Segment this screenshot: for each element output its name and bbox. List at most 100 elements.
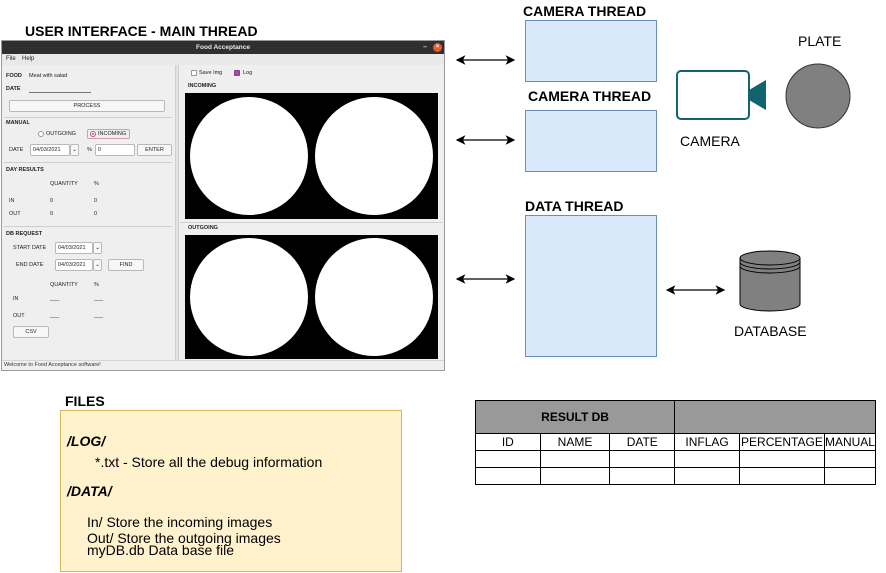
table-cell <box>674 450 740 468</box>
table-cell <box>738 450 825 468</box>
separator <box>180 222 442 223</box>
plate-right <box>315 97 433 215</box>
data-line-in: In/ Store the incoming images <box>87 514 273 530</box>
table-cell <box>539 467 611 485</box>
incoming-image <box>185 93 438 219</box>
menu-bar: File Help <box>2 54 444 65</box>
table-row <box>475 450 877 468</box>
controls-panel: FOOD Meat with salad DATE PROCESS MANUAL… <box>2 65 174 360</box>
camera-thread-1-box <box>525 20 657 82</box>
column-header-name: NAME <box>539 433 611 451</box>
files-title: FILES <box>65 393 105 409</box>
incoming-radio-focus <box>87 129 130 139</box>
plate-label: PLATE <box>798 33 842 49</box>
table-cell <box>609 467 676 485</box>
start-date-label: START DATE <box>13 245 47 251</box>
save-img-label: Save Img <box>199 70 223 76</box>
log-dir-label: /LOG/ <box>67 433 106 449</box>
manual-label: MANUAL <box>6 120 30 126</box>
db-in-label: IN <box>13 296 19 302</box>
ui-section-title: USER INTERFACE - MAIN THREAD <box>25 23 258 39</box>
window-title: Food Acceptance <box>196 44 250 51</box>
log-checkbox[interactable] <box>234 70 240 76</box>
table-cell <box>539 450 611 468</box>
image-panel: Save Img Log INCOMING OUTGOING <box>180 65 442 360</box>
data-thread-box <box>525 215 657 357</box>
day-out-quantity: 0 <box>50 211 54 217</box>
day-results-label: DAY RESULTS <box>6 167 44 173</box>
plate-right <box>315 238 433 356</box>
data-line-db: myDB.db Data base file <box>87 542 235 558</box>
camera-label: CAMERA <box>680 133 740 149</box>
column-header-inflag: INFLAG <box>674 433 740 451</box>
log-dir-description: *.txt - Store all the debug information <box>95 454 323 470</box>
chevron-down-icon[interactable]: ⌄ <box>93 259 102 271</box>
result-db-header-right <box>674 400 876 434</box>
close-icon[interactable]: × <box>433 43 442 52</box>
table-cell <box>475 450 541 468</box>
incoming-radio-label[interactable]: INCOMING <box>98 131 127 137</box>
result-db-table: RESULT DB ID NAME DATE INFLAG PERCENTAGE… <box>474 400 877 485</box>
quantity-header: QUANTITY <box>50 181 78 187</box>
percent-header: % <box>94 181 99 187</box>
day-out-percent: 0 <box>94 211 98 217</box>
percent-field[interactable]: 0 <box>95 144 135 156</box>
food-label: FOOD <box>6 73 22 79</box>
table-cell <box>609 450 676 468</box>
manual-date-label: DATE <box>9 147 24 153</box>
db-percent-header: % <box>94 282 99 288</box>
incoming-label: INCOMING <box>188 83 217 89</box>
window-titlebar: Food Acceptance – × <box>2 41 444 54</box>
menu-file[interactable]: File <box>6 56 16 62</box>
plate-icon <box>785 63 851 129</box>
outgoing-image <box>185 235 438 359</box>
database-icon <box>739 250 801 312</box>
camera-icon <box>676 70 766 120</box>
menu-help[interactable]: Help <box>22 56 35 62</box>
separator <box>4 226 172 227</box>
result-db-title: RESULT DB <box>474 400 676 434</box>
process-button[interactable]: PROCESS <box>9 100 165 112</box>
enter-button[interactable]: ENTER <box>137 144 172 156</box>
end-date-field[interactable]: 04/03/2021 <box>55 259 93 271</box>
db-out-quantity: ___ <box>50 313 60 319</box>
csv-button[interactable]: CSV <box>13 326 49 338</box>
table-cell <box>475 467 541 485</box>
db-request-label: DB REQUEST <box>6 231 43 237</box>
plate-left <box>190 238 308 356</box>
save-img-checkbox[interactable] <box>191 70 197 76</box>
manual-date-field[interactable]: 04/03/2021 <box>30 144 70 156</box>
table-cell <box>823 467 877 485</box>
percent-label: % <box>87 147 92 153</box>
column-header-id: ID <box>475 433 541 451</box>
db-out-percent: ___ <box>94 313 104 319</box>
separator <box>4 162 172 163</box>
outgoing-radio-icon[interactable] <box>38 131 44 137</box>
date-label: DATE <box>6 86 21 92</box>
outgoing-radio-label[interactable]: OUTGOING <box>46 131 76 137</box>
data-line-out: Out/ Store the outgoing images <box>87 530 281 546</box>
panel-divider[interactable] <box>175 65 179 360</box>
day-in-percent: 0 <box>94 198 98 204</box>
status-bar: Welcome to Food Acceptance software! <box>2 360 444 370</box>
start-date-field[interactable]: 04/03/2021 <box>55 242 93 254</box>
table-cell <box>674 467 740 485</box>
data-thread-title: DATA THREAD <box>525 198 624 214</box>
chevron-down-icon[interactable]: ⌄ <box>93 242 102 254</box>
app-window: Food Acceptance – × File Help FOOD Meat … <box>1 40 445 371</box>
db-out-label: OUT <box>13 313 25 319</box>
column-header-percentage: PERCENTAGE <box>738 433 825 451</box>
end-date-label: END DATE <box>16 262 44 268</box>
find-button[interactable]: FIND <box>108 259 144 271</box>
chevron-down-icon[interactable]: ⌄ <box>70 144 79 156</box>
outgoing-label: OUTGOING <box>188 225 218 231</box>
table-cell <box>823 450 877 468</box>
separator <box>4 117 172 118</box>
table-cell <box>738 467 825 485</box>
day-in-quantity: 0 <box>50 198 54 204</box>
incoming-radio-icon[interactable] <box>90 131 96 137</box>
database-label: DATABASE <box>734 323 807 339</box>
out-label: OUT <box>9 211 21 217</box>
minimize-icon[interactable]: – <box>423 44 427 51</box>
column-header-date: DATE <box>609 433 676 451</box>
